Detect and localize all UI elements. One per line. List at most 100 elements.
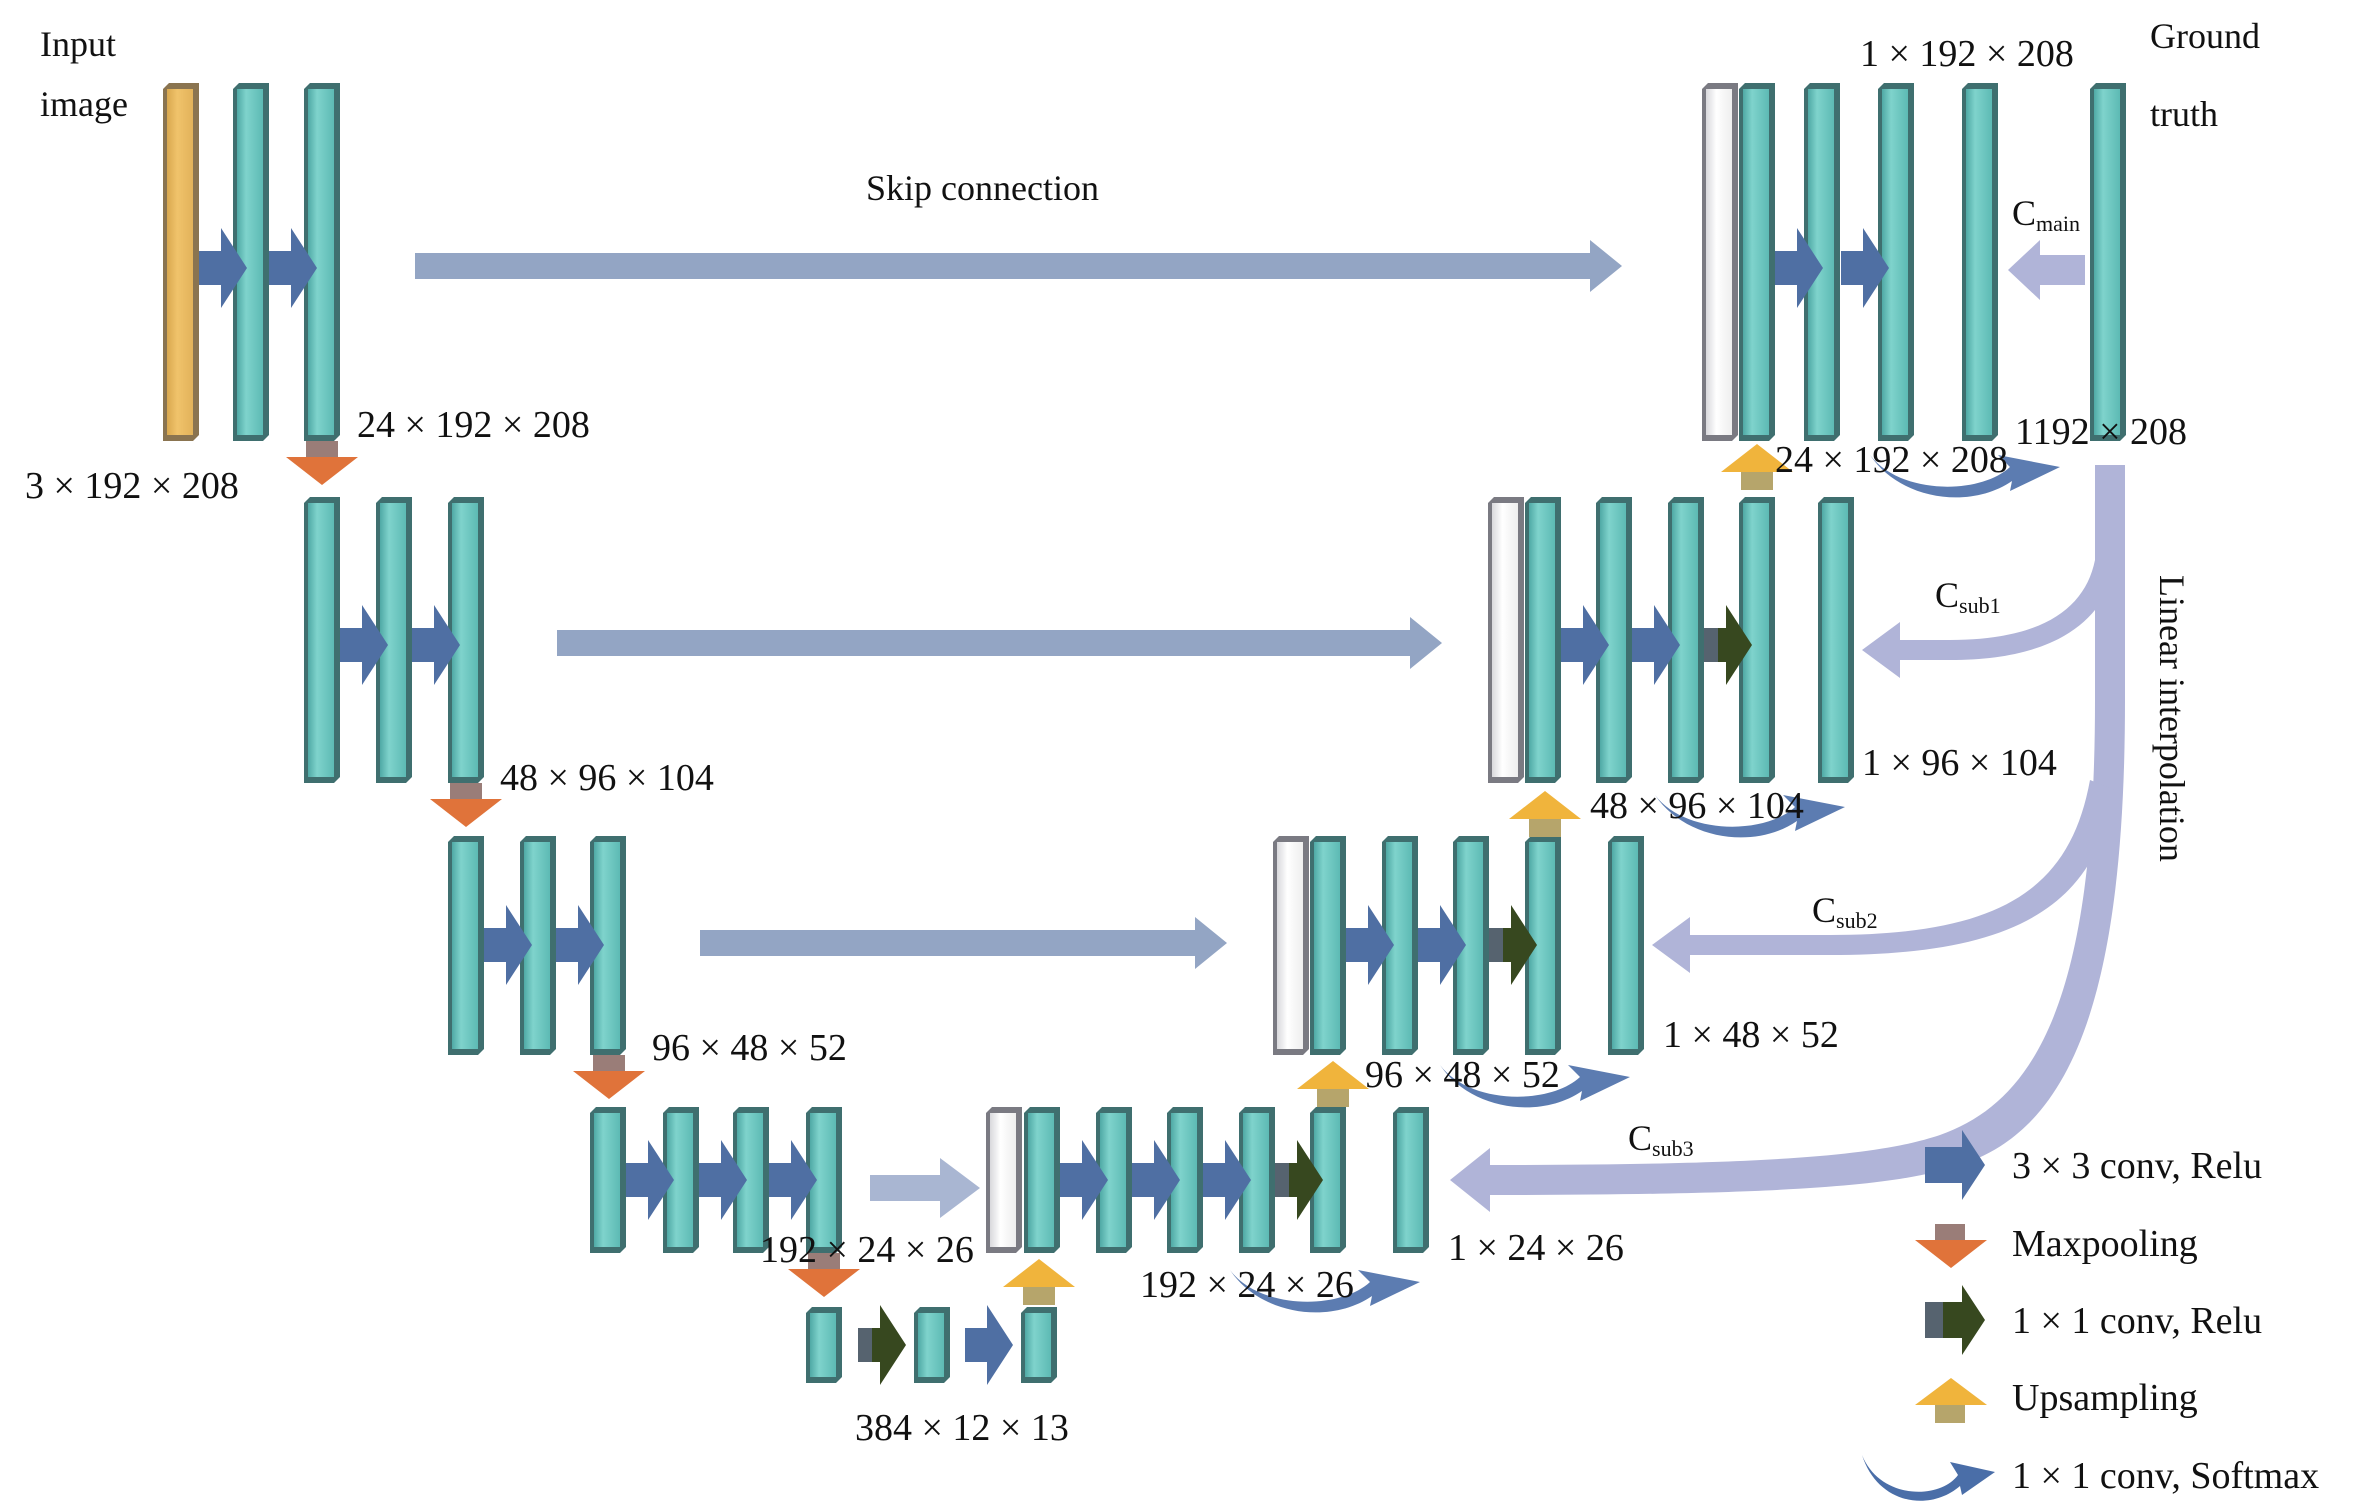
upsampling-arrow-stem: [1741, 472, 1773, 490]
loss-main-label: Cmain: [2012, 193, 2080, 236]
softmax-curved-arrow-icon: [1862, 1455, 1995, 1501]
feature-map-face: [1492, 503, 1518, 777]
skip-connections: [415, 240, 1622, 1218]
feature-map-face: [1822, 503, 1848, 777]
conv1x1-arrow-tail: [1489, 928, 1503, 962]
dim-bottleneck: 384 × 12 × 13: [855, 1407, 1069, 1449]
feature-map: [1608, 836, 1644, 1055]
feature-map-face: [1028, 1113, 1054, 1247]
conv3x3-arrow-icon: [1060, 1140, 1108, 1220]
softmax-curved-arrow-icon: [1870, 455, 2060, 498]
skip-arrow-level0: [415, 240, 1622, 292]
maxpool-arrow-icon: [286, 457, 358, 485]
dim-out-sub3: 1 × 24 × 26: [1448, 1227, 1624, 1269]
dim-dec3: 96 × 48 × 52: [1365, 1054, 1560, 1096]
feature-map: [806, 1307, 842, 1383]
skip-connection-label: Skip connection: [866, 168, 1099, 208]
conv3x3-arrow-icon: [484, 905, 532, 985]
skip-arrow-level2: [700, 917, 1227, 969]
feature-map: [448, 836, 484, 1055]
dim-dec1: 24 × 192 × 208: [1775, 439, 2008, 481]
dim-enc4: 192 × 24 × 26: [760, 1229, 974, 1271]
dim-gt: 1192 × 208: [2015, 411, 2187, 453]
feature-map-face: [1966, 89, 1992, 435]
conv3x3-arrow-icon: [556, 905, 604, 985]
conv1x1-arrow-tail: [1275, 1163, 1289, 1197]
conv3x3-arrow-icon: [1346, 905, 1394, 985]
upsampling-arrow-stem: [1023, 1287, 1055, 1305]
feature-map: [1818, 497, 1854, 783]
legend-label: 3 × 3 conv, Relu: [2012, 1145, 2262, 1187]
dim-out-sub2: 1 × 48 × 52: [1663, 1014, 1839, 1056]
feature-map: [1310, 836, 1346, 1055]
feature-map-face: [1397, 1113, 1423, 1247]
concat-feature-map: [1273, 836, 1309, 1055]
dim-enc3: 96 × 48 × 52: [652, 1027, 847, 1069]
conv1x1-arrow-icon: [858, 1305, 906, 1385]
feature-map: [1739, 83, 1775, 441]
upsampling-arrow-icon: [1509, 791, 1581, 819]
feature-map: [590, 1107, 626, 1253]
ground-truth-label-1: Ground: [2150, 16, 2260, 56]
maxpool-arrow-icon: [430, 799, 502, 827]
feature-map: [1739, 497, 1775, 783]
conv3x3-arrow-icon: [269, 228, 317, 308]
operation-arrows: [199, 228, 2060, 1385]
conv3x3-arrow-icon: [199, 228, 247, 308]
legend-label: 1 × 1 conv, Relu: [2012, 1300, 2262, 1342]
interpolation-arrows: [1450, 240, 2125, 1212]
feature-map: [1382, 836, 1418, 1055]
feature-map: [304, 497, 340, 783]
input-image-label-2: image: [40, 84, 128, 124]
concat-feature-map: [1488, 497, 1524, 783]
dim-enc1: 24 × 192 × 208: [357, 404, 590, 446]
feature-map-face: [1529, 503, 1555, 777]
conv3x3-arrow-icon: [769, 1140, 817, 1220]
feature-map: [1024, 1107, 1060, 1253]
maxpool-arrow-icon: [573, 1071, 645, 1099]
legend-item-conv1x1: 1 × 1 conv, Relu: [1925, 1285, 2262, 1355]
feature-map: [1596, 497, 1632, 783]
feature-map-face: [1743, 89, 1769, 435]
conv3x3-arrow-icon: [965, 1305, 1013, 1385]
softmax-curved-arrow-icon: [1655, 795, 1845, 838]
linear-interpolation-label: Linear interpolation: [2152, 575, 2192, 862]
softmax-curved-arrow-icon: [1440, 1065, 1630, 1108]
feature-map-face: [594, 1113, 620, 1247]
feature-map: [1310, 1107, 1346, 1253]
legend-item-conv3x3: 3 × 3 conv, Relu: [1925, 1130, 2262, 1200]
dim-input: 3 × 192 × 208: [25, 465, 239, 507]
feature-map-face: [1025, 1313, 1051, 1377]
feature-map-face: [1882, 89, 1908, 435]
conv3x3-arrow-icon: [1632, 605, 1680, 685]
dim-out-sub1: 1 × 96 × 104: [1862, 742, 2057, 784]
legend-label: Upsampling: [2012, 1377, 2198, 1419]
feature-map: [590, 836, 626, 1055]
feature-maps: [163, 83, 2126, 1383]
feature-map: [1393, 1107, 1429, 1253]
conv3x3-arrow-icon: [1418, 905, 1466, 985]
upsampling-arrow-icon: [1915, 1378, 1987, 1405]
skip-arrow-level1: [557, 617, 1442, 669]
feature-map: [1878, 83, 1914, 441]
loss-sub3-label: Csub3: [1628, 1118, 1694, 1161]
maxpool-arrow-stem: [808, 1253, 840, 1269]
legend-label: 1 × 1 conv, Softmax: [2012, 1455, 2319, 1497]
interp-branch-sub2: [1652, 780, 2115, 973]
conv1x1-arrow-tail: [858, 1328, 872, 1362]
conv1x1-arrow-icon: [1704, 605, 1752, 685]
dim-dec4: 192 × 24 × 26: [1140, 1264, 1354, 1306]
conv3x3-arrow-icon: [412, 605, 460, 685]
feature-map: [304, 83, 340, 441]
conv3x3-arrow-icon: [699, 1140, 747, 1220]
feature-map-face: [990, 1113, 1016, 1247]
feature-map: [1525, 836, 1561, 1055]
legend-item-softmax: 1 × 1 conv, Softmax: [1862, 1455, 2319, 1501]
feature-map: [1668, 497, 1704, 783]
feature-map-face: [308, 503, 334, 777]
feature-map: [1021, 1307, 1057, 1383]
feature-map: [1962, 83, 1998, 441]
dim-dec2: 48 × 96 × 104: [1590, 785, 1804, 827]
feature-map: [2090, 83, 2126, 441]
ground-truth-label-2: truth: [2150, 94, 2218, 134]
